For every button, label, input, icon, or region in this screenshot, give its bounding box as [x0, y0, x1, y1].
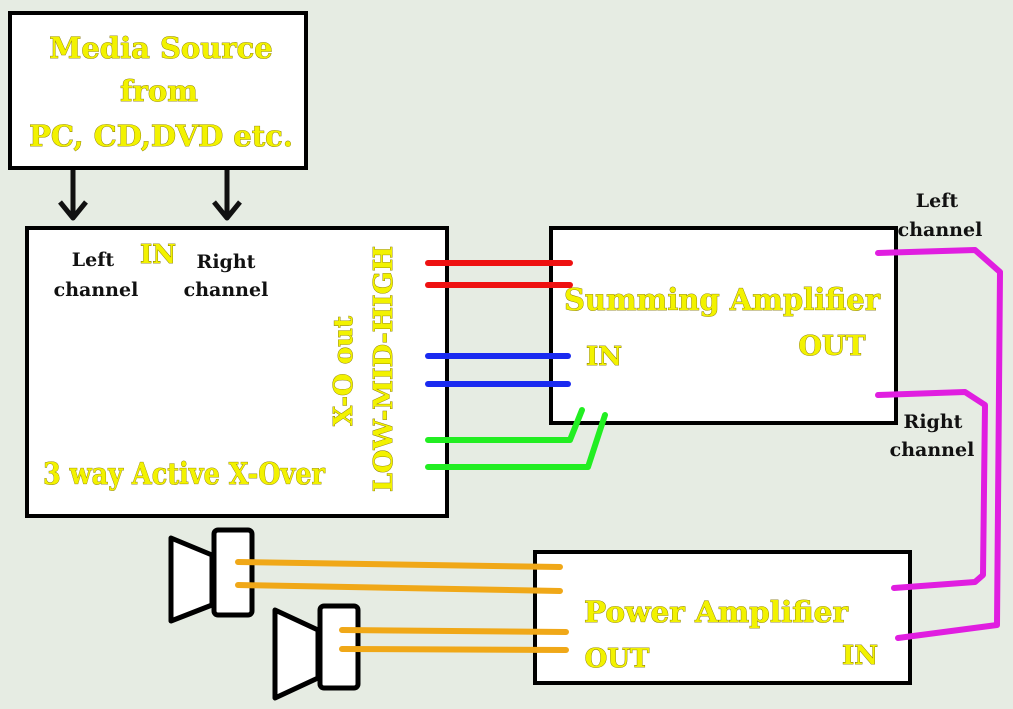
- media-source-box: [8, 11, 308, 170]
- media-source-line-3: PC, CD,DVD etc.: [29, 119, 293, 153]
- arrow-down-icon: [212, 170, 242, 221]
- output-right-label-1: Right: [904, 411, 963, 433]
- crossover-output-wires: [425, 260, 608, 470]
- orange-wire: [339, 646, 569, 653]
- media-source-line-1: Media Source: [49, 31, 273, 65]
- speaker-wires: [235, 559, 569, 653]
- orange-wire: [235, 582, 563, 594]
- summing-amplifier-out-label: OUT: [798, 331, 865, 362]
- summing-amplifier-in-label: IN: [586, 342, 622, 372]
- green-wire: [425, 412, 608, 470]
- magenta-wire: [875, 389, 988, 591]
- media-source-block: Media Source from PC, CD,DVD etc.: [8, 11, 308, 170]
- power-amplifier-title: Power Amplifier: [584, 595, 849, 629]
- power-amplifier-in-label: IN: [842, 641, 878, 671]
- output-channel-labels: Left channel Right channel: [890, 190, 983, 461]
- summing-amplifier-box: [549, 226, 898, 425]
- magenta-wire: [875, 247, 1003, 641]
- crossover-title: 3 way Active X-Over: [43, 457, 326, 492]
- power-amplifier-block: Power Amplifier OUT IN: [533, 550, 912, 685]
- green-wire: [425, 407, 585, 443]
- media-source-line-2: from: [120, 74, 198, 108]
- output-left-label-2: channel: [898, 219, 983, 241]
- crossover-left-label-2: channel: [54, 279, 139, 301]
- source-arrows: [58, 170, 242, 221]
- speaker-icon: [168, 527, 255, 624]
- crossover-bands-label: LOW-MID-HIGH: [369, 246, 399, 492]
- crossover-right-label-2: channel: [184, 279, 269, 301]
- crossover-right-label-1: Right: [197, 251, 256, 273]
- crossover-box: [25, 226, 449, 518]
- power-amplifier-out-label: OUT: [585, 644, 650, 674]
- output-left-label-1: Left: [916, 190, 959, 212]
- crossover-block: Left channel IN Right channel 3 way Acti…: [25, 226, 449, 518]
- crossover-in-label: IN: [140, 240, 176, 270]
- power-amplifier-box: [533, 550, 912, 685]
- orange-wire: [235, 559, 563, 570]
- orange-wire: [339, 627, 569, 635]
- crossover-out-label: X-O out: [329, 316, 359, 426]
- summing-amplifier-block: Summing Amplifier IN OUT: [549, 226, 898, 425]
- output-right-label-2: channel: [890, 439, 975, 461]
- arrow-down-icon: [58, 170, 88, 221]
- summing-to-power-wires: [875, 247, 1003, 641]
- summing-amplifier-title: Summing Amplifier: [564, 283, 881, 318]
- speaker-icon: [272, 603, 361, 701]
- crossover-left-label-1: Left: [72, 249, 115, 271]
